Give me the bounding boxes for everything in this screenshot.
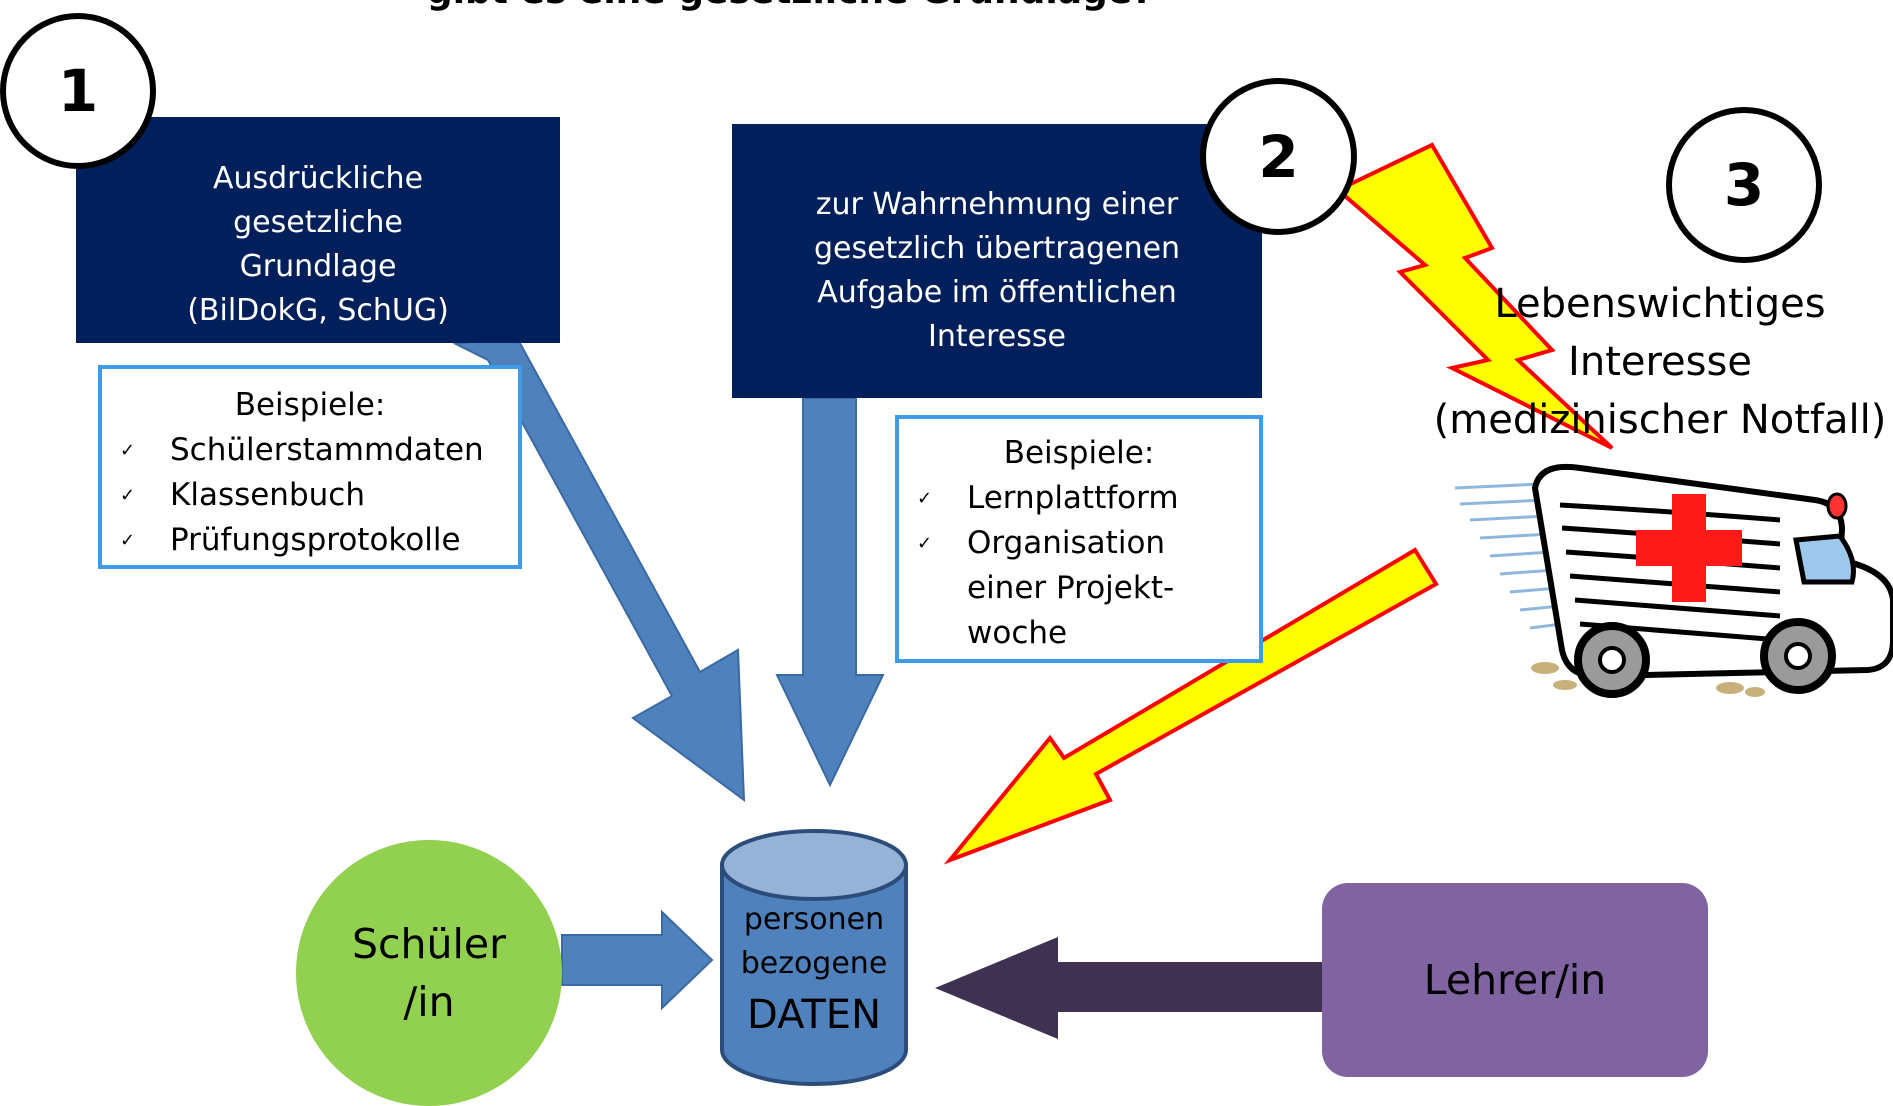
list-item: woche xyxy=(967,615,1068,651)
list-item: einer Projekt- xyxy=(967,570,1175,606)
list-item: ✓Prüfungsprotokolle xyxy=(102,518,518,563)
lightning-arrow-to-database xyxy=(943,547,1439,865)
public-interest-line: zur Wahrnehmung einer xyxy=(815,187,1179,222)
examples-box-2: Beispiele: ✓Lernplattform ✓Organisation … xyxy=(895,415,1263,663)
legal-basis-line: gesetzliche xyxy=(233,205,403,240)
arrow-box2-to-database xyxy=(775,397,885,788)
check-icon: ✓ xyxy=(120,485,136,506)
vital-interest-text: Lebenswichtiges Interesse (medizinischer… xyxy=(1420,275,1893,449)
list-item: ✓Klassenbuch xyxy=(102,473,518,518)
vital-interest-line: Lebenswichtiges xyxy=(1494,281,1826,327)
arrow-teacher-to-database xyxy=(935,937,1322,1039)
legal-basis-line: (BilDokG, SchUG) xyxy=(187,293,449,328)
check-icon: ✓ xyxy=(917,488,933,509)
arrow-box1-to-database xyxy=(452,334,746,803)
public-interest-line: Interesse xyxy=(928,319,1066,354)
legal-basis-line: Ausdrückliche xyxy=(212,161,424,196)
student-line: /in xyxy=(403,978,455,1026)
examples-heading: Beispiele: xyxy=(234,387,386,423)
student-circle: Schüler /in xyxy=(296,840,562,1106)
teacher-box: Lehrer/in xyxy=(1322,883,1708,1077)
check-icon: ✓ xyxy=(917,533,933,554)
legal-basis-box: Ausdrückliche gesetzliche Grundlage (Bil… xyxy=(76,117,560,343)
check-icon: ✓ xyxy=(120,440,136,461)
ambulance-icon xyxy=(1454,464,1893,698)
database-label: personen bezogene DATEN xyxy=(722,898,906,1044)
vital-interest-line: (medizinischer Notfall) xyxy=(1433,397,1887,443)
examples-heading: Beispiele: xyxy=(1003,435,1155,471)
public-interest-line: Aufgabe im öffentlichen xyxy=(817,275,1177,310)
public-interest-box: zur Wahrnehmung einer gesetzlich übertra… xyxy=(732,124,1262,398)
database-line: DATEN xyxy=(747,992,881,1038)
vital-interest-line: Interesse xyxy=(1568,339,1752,385)
legal-basis-line: Grundlage xyxy=(239,249,397,284)
database-cylinder xyxy=(720,829,908,1086)
examples-box-1: Beispiele: ✓Schülerstammdaten ✓Klassenbu… xyxy=(98,365,522,569)
list-item: ✓Schülerstammdaten xyxy=(102,428,518,473)
check-icon: ✓ xyxy=(120,530,136,551)
number-circle-2: 2 xyxy=(1200,78,1357,235)
database-line: personen xyxy=(743,902,885,937)
red-cross-icon xyxy=(1636,494,1742,602)
list-item: ✓Lernplattform xyxy=(899,476,1259,521)
list-item: ✓Organisation xyxy=(899,521,1259,566)
arrow-student-to-database xyxy=(561,909,714,1011)
number-circle-3: 3 xyxy=(1666,107,1822,263)
public-interest-line: gesetzlich übertragenen xyxy=(813,231,1181,266)
lightning-bolt-icon xyxy=(1334,142,1614,450)
page-title: gibt es eine gesetzliche Grundlage? xyxy=(240,0,1340,14)
number-circle-1: 1 xyxy=(0,13,156,169)
database-line: bezogene xyxy=(740,946,888,981)
student-line: Schüler xyxy=(351,920,506,968)
